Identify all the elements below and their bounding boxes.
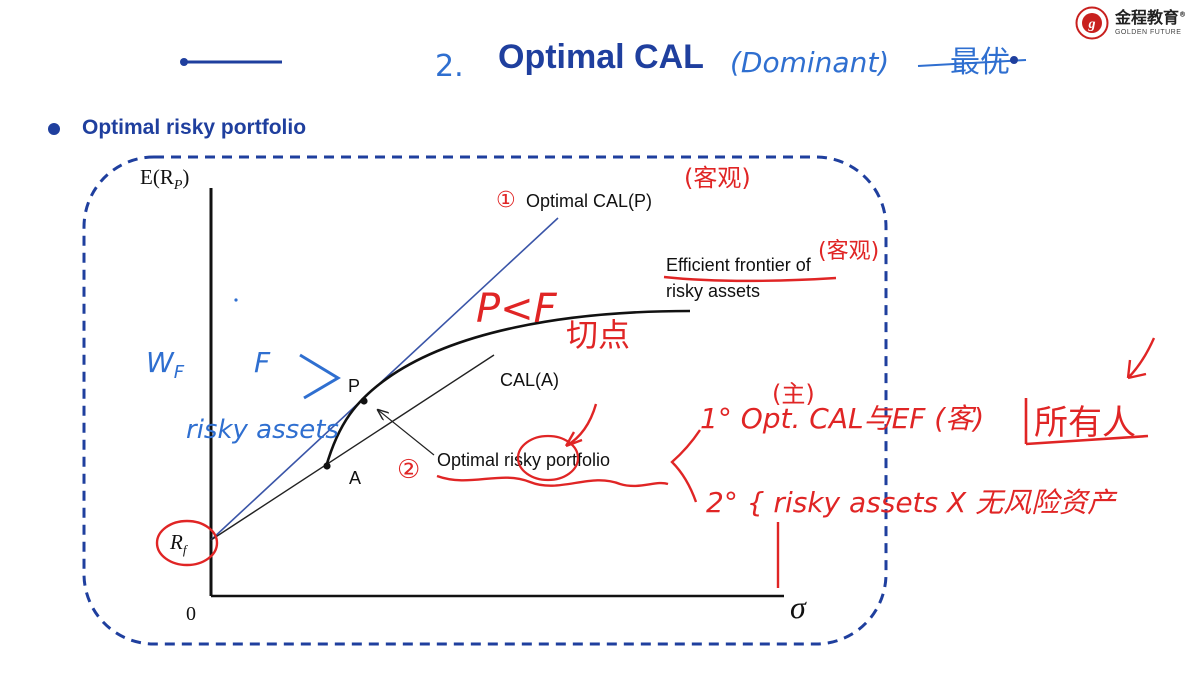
efficient-frontier-curve [324, 309, 691, 468]
heading-strike-dot [1010, 56, 1018, 64]
tangent-note: 切点 [566, 316, 630, 354]
frontier-underline [663, 275, 837, 283]
cal-a-label: CAL(A) [500, 370, 559, 390]
optimal-cal-label: Optimal CAL(P) [526, 191, 652, 211]
objective-note-2: (客观) [818, 239, 879, 264]
frontier-label-line2: risky assets [666, 281, 760, 301]
logo-name-en: GOLDEN FUTURE [1114, 29, 1182, 36]
circle-1-note: ① [496, 188, 516, 213]
line2-note: 2° { risky assets X 无风险资产 [706, 486, 1118, 519]
frontier-label-line1: Efficient frontier of [666, 255, 812, 275]
bullet-dot [48, 123, 60, 135]
blue-annotations: 2. (Dominant) 最优 WF F risky assets [146, 45, 1027, 445]
dot-note [234, 298, 238, 302]
bracket-note [670, 429, 701, 503]
heading-dominant-note: (Dominant) [730, 46, 889, 79]
logo: g 金程教育® GOLDEN FUTURE [1075, 6, 1186, 40]
greater-than-note [299, 353, 341, 400]
everyone-note: 所有人 [1034, 403, 1136, 443]
line1-note: 1° Opt. CAL与EF (客) [700, 402, 984, 435]
p-less-f-note: P<F [476, 286, 558, 332]
portfolio-underline [436, 474, 669, 488]
objective-note-1: (客观) [684, 164, 751, 192]
wf-note: WF [146, 346, 185, 383]
everyone-arrow [1126, 337, 1156, 380]
everyone-box [1024, 398, 1149, 446]
point-a-label: A [349, 468, 361, 488]
pointer-arrow [378, 410, 435, 456]
cal-a-line [210, 354, 495, 541]
optimal-risky-portfolio-label: Optimal risky portfolio [437, 450, 610, 470]
heading-strike [917, 59, 1027, 67]
subjective-note: (主) [772, 380, 815, 408]
risky-arrow [564, 403, 598, 448]
origin-label: 0 [186, 603, 196, 625]
page-title: Optimal CAL [498, 38, 704, 76]
point-p-label: P [348, 376, 360, 396]
logo-mark-icon: g [1075, 6, 1109, 40]
heading-number-note: 2. [435, 49, 464, 84]
svg-text:g: g [1087, 17, 1095, 32]
y-axis-label: E(RP) [140, 165, 189, 193]
rf-circle [155, 519, 219, 567]
title-rule [180, 58, 282, 66]
risky-circle [516, 434, 580, 482]
logo-name-cn: 金程教育® [1114, 8, 1186, 27]
rf-label: Rf [169, 530, 189, 557]
risky-assets-note: risky assets [186, 415, 339, 445]
point-a [323, 462, 331, 470]
f-note: F [254, 346, 271, 379]
red-annotations: ① (客观) (客观) P<F 切点 ② (主) 1° Opt. CAL与EF … [155, 164, 1156, 588]
bullet-heading: Optimal risky portfolio [82, 116, 307, 139]
circle-2-note: ② [397, 455, 420, 485]
point-p [360, 397, 368, 405]
x-axis-label: σ [790, 589, 807, 625]
dashed-frame [82, 155, 888, 646]
